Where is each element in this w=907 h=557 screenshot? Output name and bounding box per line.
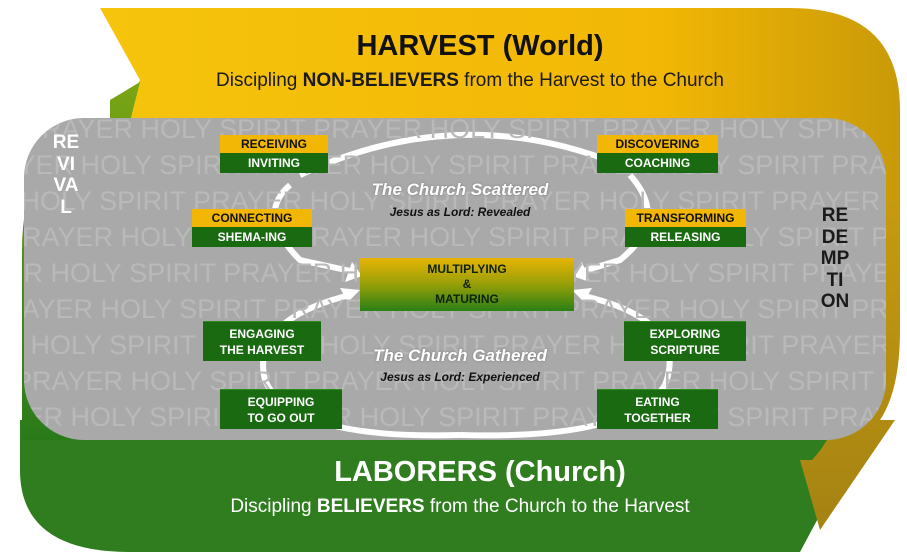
revival-label: REVIVAL xyxy=(52,132,80,218)
scattered-subtitle: Jesus as Lord: Revealed xyxy=(389,205,531,219)
discovering-label: DISCOVERING xyxy=(597,135,718,153)
laborers-title: LABORERS (Church) xyxy=(334,456,626,488)
ampersand-label: & xyxy=(462,277,472,291)
arrowhead-gathered-right xyxy=(572,288,592,302)
scattered-title: The Church Scattered xyxy=(371,180,549,199)
gathered-title: The Church Gathered xyxy=(373,346,547,365)
watermark-row: PRAYER HOLY SPIRIT PRAYER HOLY SPIRIT PR… xyxy=(24,402,886,432)
receiving-label: RECEIVING xyxy=(220,135,328,153)
watermark-row: PRAYER HOLY SPIRIT PRAYER HOLY SPIRIT PR… xyxy=(24,150,886,180)
eating-line2: TOGETHER xyxy=(624,410,691,425)
watermark-row: PRAYER HOLY SPIRIT PRAYER HOLY SPIRIT PR… xyxy=(24,118,886,144)
engaging-harvest-box: ENGAGING THE HARVEST xyxy=(203,321,321,361)
redemption-label: REDEMPTION xyxy=(820,205,850,312)
laborers-subtitle-bold: BELIEVERS xyxy=(316,496,425,517)
laborers-band-main xyxy=(20,420,860,552)
connecting-shemaing-box: CONNECTING SHEMA-ING xyxy=(192,209,312,247)
watermark-row: PRAYER HOLY SPIRIT PRAYER HOLY SPIRIT PR… xyxy=(24,366,886,396)
eating-line1: EATING xyxy=(635,394,680,409)
gathered-cycle-left xyxy=(260,292,461,439)
releasing-label: RELEASING xyxy=(625,227,746,247)
harvest-title: HARVEST (World) xyxy=(356,30,604,62)
shemaing-label: SHEMA-ING xyxy=(192,227,312,247)
multiplying-maturing-box: MULTIPLYING & MATURING xyxy=(360,258,574,311)
laborers-subtitle-post: from the Church to the Harvest xyxy=(424,496,690,517)
maturing-label: MATURING xyxy=(435,292,499,306)
receiving-inviting-box: RECEIVING INVITING xyxy=(220,135,328,173)
discovering-coaching-box: DISCOVERING COACHING xyxy=(597,135,718,173)
equipping-go-out-box: EQUIPPING TO GO OUT xyxy=(220,389,342,429)
arrowhead-right xyxy=(572,262,590,282)
laborers-subtitle-pre: Discipling xyxy=(230,496,317,517)
engaging-line2: THE HARVEST xyxy=(219,342,305,357)
equipping-line1: EQUIPPING xyxy=(247,394,315,409)
arrowhead-gathered-left xyxy=(340,288,360,302)
exploring-line1: EXPLORING xyxy=(649,326,721,341)
watermark-row: PRAYER HOLY SPIRIT PRAYER HOLY SPIRIT PR… xyxy=(24,222,886,252)
harvest-subtitle-bold: NON-BELIEVERS xyxy=(302,70,459,91)
eating-together-box: EATING TOGETHER xyxy=(597,389,718,429)
arrowhead-left xyxy=(345,262,362,282)
equipping-line2: TO GO OUT xyxy=(247,410,315,425)
inviting-label: INVITING xyxy=(220,153,328,173)
laborers-subtitle: Discipling BELIEVERS from the Church to … xyxy=(110,496,810,518)
engaging-line1: ENGAGING xyxy=(229,326,295,341)
harvest-subtitle-pre: Discipling xyxy=(216,70,303,91)
harvest-subtitle-post: from the Harvest to the Church xyxy=(458,70,724,91)
transforming-releasing-box: TRANSFORMING RELEASING xyxy=(625,209,746,247)
exploring-line2: SCRIPTURE xyxy=(650,342,720,357)
gathered-subtitle: Jesus as Lord: Experienced xyxy=(380,370,540,384)
transforming-label: TRANSFORMING xyxy=(625,209,746,227)
connecting-label: CONNECTING xyxy=(192,209,312,227)
exploring-scripture-box: EXPLORING SCRIPTURE xyxy=(624,321,746,361)
coaching-label: COACHING xyxy=(597,153,718,173)
scattered-cycle-arc xyxy=(298,131,622,178)
harvest-subtitle: Discipling NON-BELIEVERS from the Harves… xyxy=(120,70,820,92)
gathered-cycle-right xyxy=(459,292,673,439)
multiplying-label: MULTIPLYING xyxy=(427,262,507,276)
